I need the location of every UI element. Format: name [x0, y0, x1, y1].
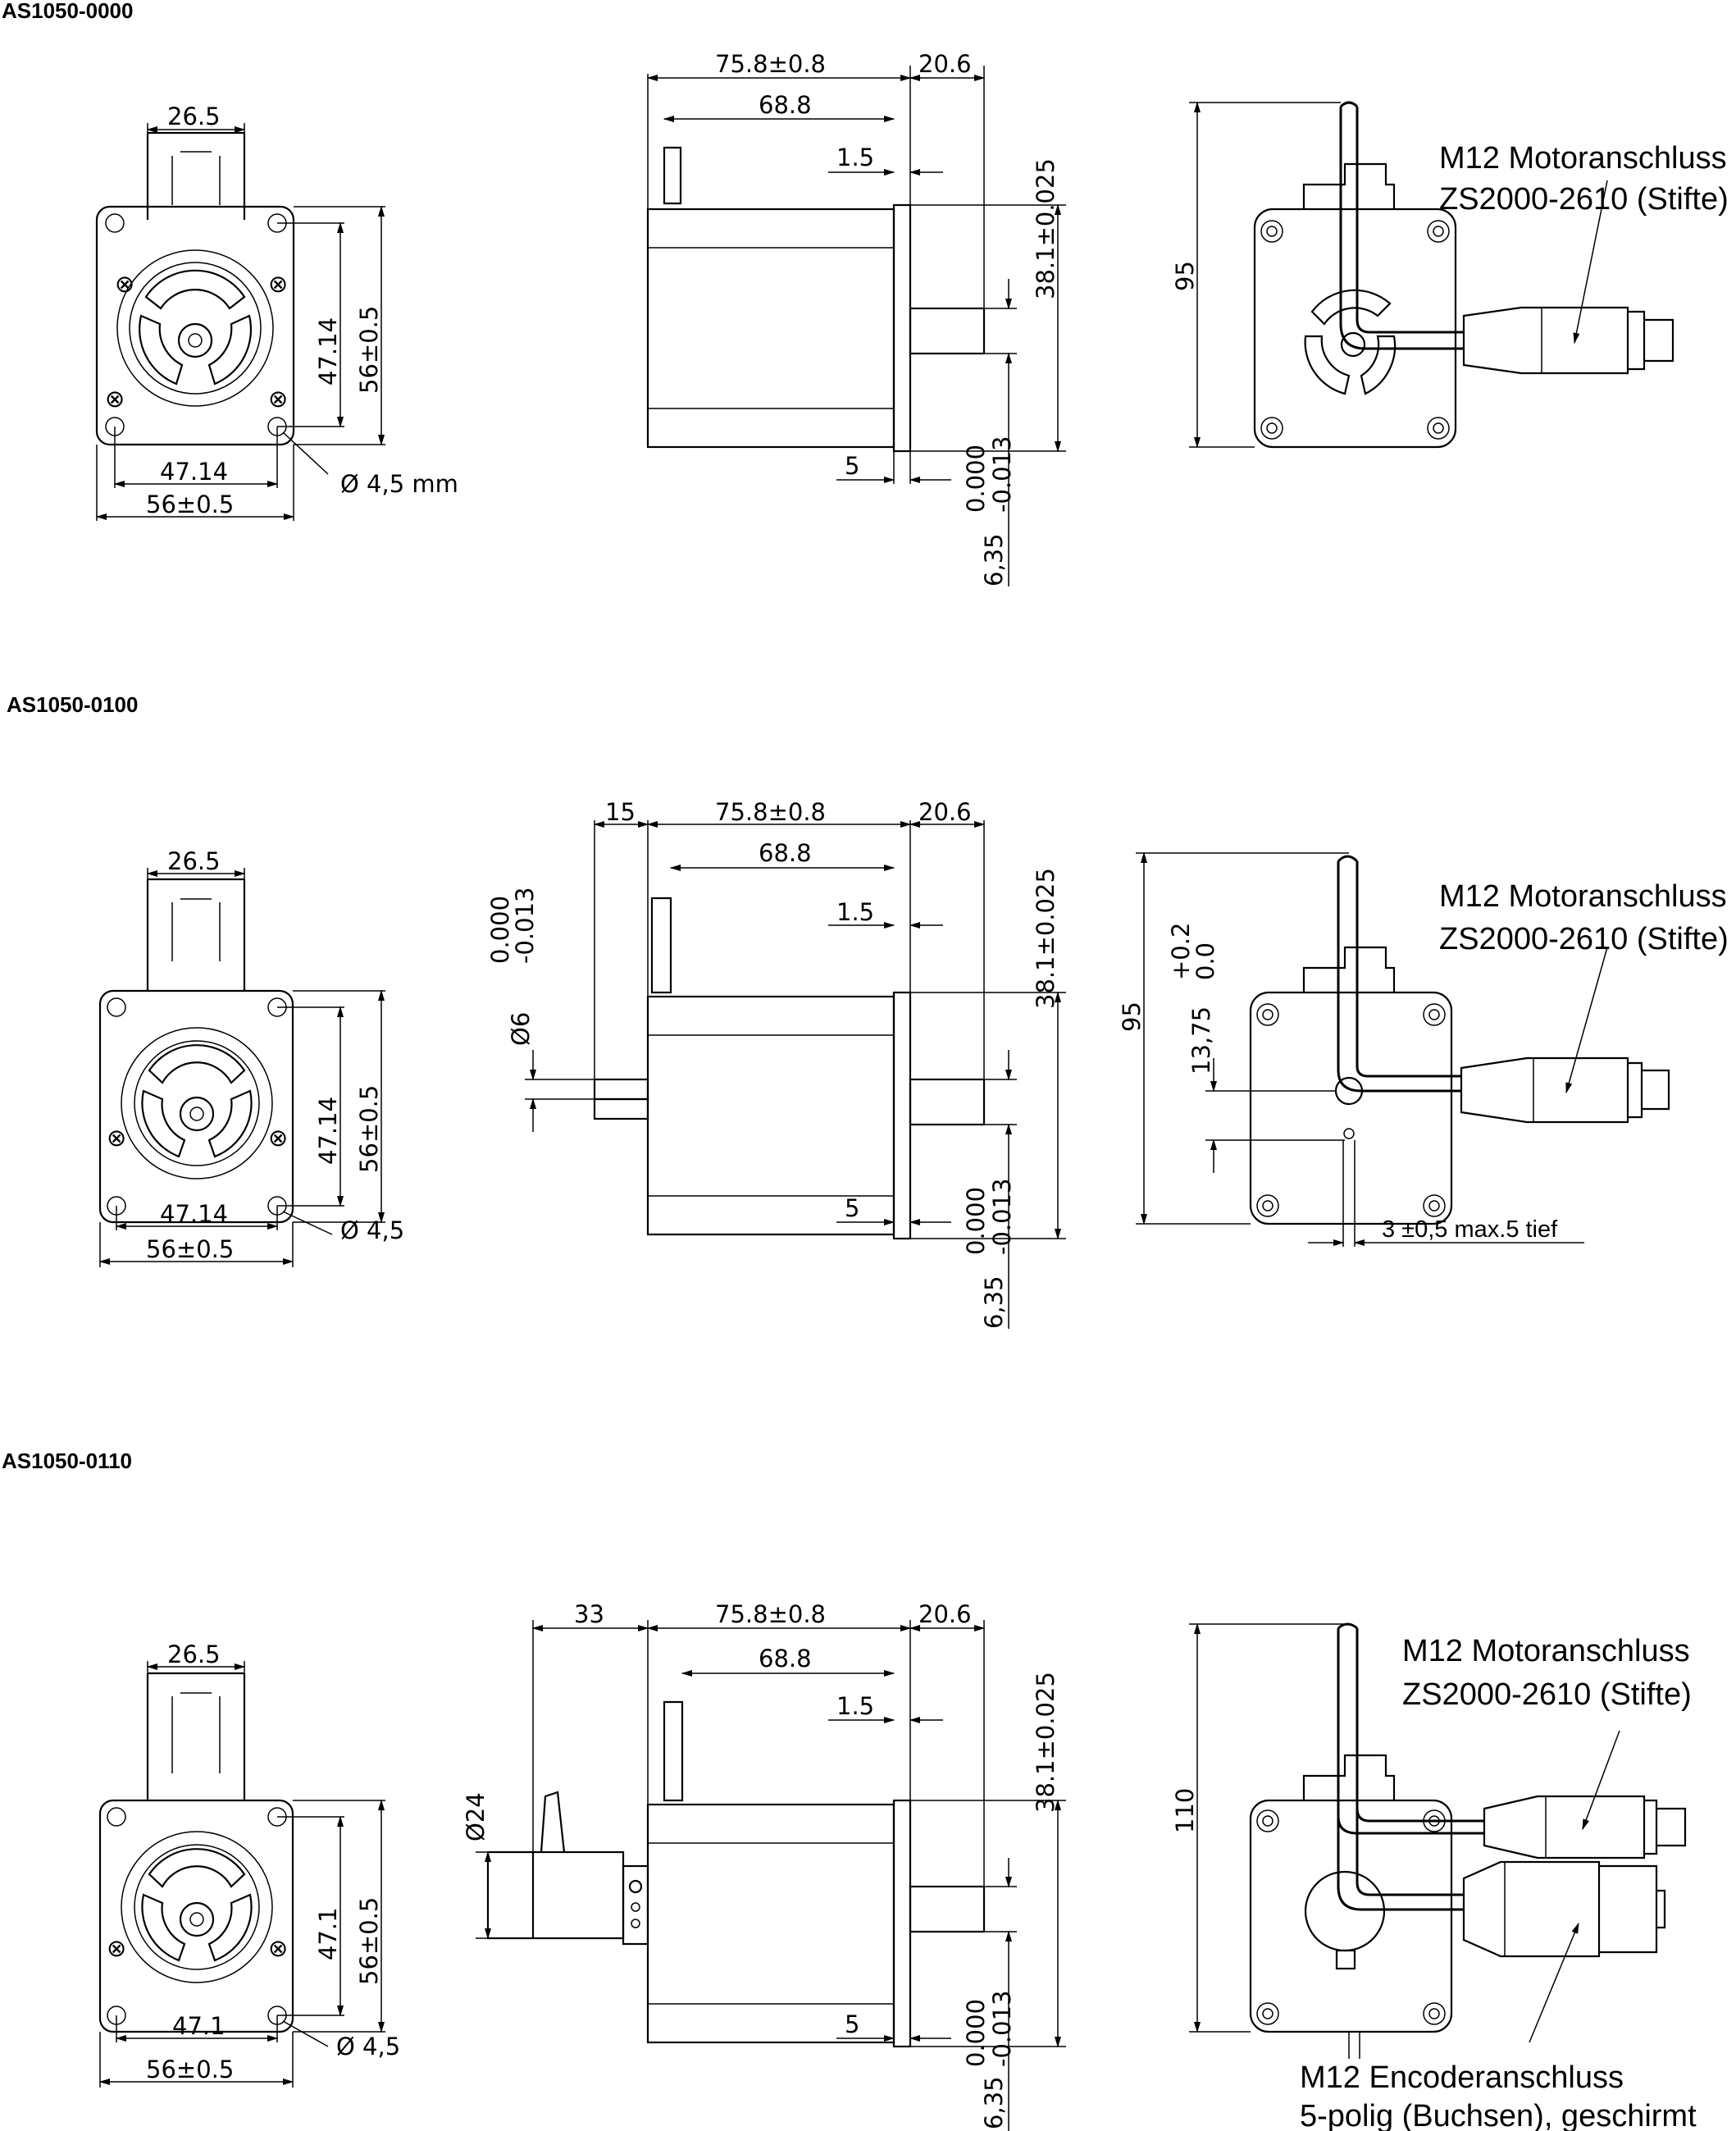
front-view: ⊗ ⊗ ⊗ ⊗ 26.5 47.14 56±0.5 47.14 56±0.5 Ø 4… — [95, 103, 458, 521]
connector-label-1: M12 Motoranschluss — [1402, 1634, 1690, 1668]
dim-height: 95 — [1171, 261, 1199, 291]
connector-label-2: ZS2000-2610 (Stifte) — [1402, 1677, 1692, 1712]
encoder-label-1: M12 Encoderanschluss — [1300, 2060, 1624, 2095]
dim-shaft-dia: 6,35 — [980, 1275, 1008, 1329]
dim-body-len: 75.8±0.8 — [715, 1600, 826, 1628]
rear-view: 95 13,75 +0.2 0.0 3 ±0,5 max.5 tief M12 … — [1118, 851, 1729, 1247]
dim-shaft-dia: 6,35 — [980, 2076, 1008, 2129]
dim-top-width: 26.5 — [167, 847, 221, 875]
svg-text:⊗: ⊗ — [105, 385, 125, 413]
side-view: 33 75.8±0.8 20.6 68.8 1.5 38.1±0.025 5 6… — [462, 1600, 1066, 2131]
dim-flange-h: 56±0.5 — [146, 491, 234, 518]
dim-height: 110 — [1171, 1788, 1199, 1833]
svg-text:⊗: ⊗ — [268, 1934, 288, 1962]
dim-hole-spacing-v: 47.14 — [314, 317, 342, 386]
dim-encoder-dia: Ø24 — [462, 1792, 490, 1841]
dim-rear-dia: Ø6 — [507, 1012, 535, 1046]
dim-hole-spacing-v: 47.1 — [314, 1907, 342, 1960]
section-title: AS1050-0000 — [2, 0, 133, 23]
dim-shaft-tol-lower: -0.013 — [988, 1991, 1016, 2068]
side-view: 75.8±0.8 20.6 68.8 1.5 38.1±0.025 5 6,35… — [646, 50, 1066, 586]
connector-label-2: ZS2000-2610 (Stifte) — [1439, 182, 1729, 217]
dim-offset-tol-upper: +0.2 — [1167, 923, 1195, 980]
dim-shaft-tol-upper: 0.000 — [962, 1999, 990, 2067]
connector-label-2: ZS2000-2610 (Stifte) — [1439, 922, 1729, 956]
dim-shaft-dia: 6,35 — [980, 533, 1008, 586]
section-as1050-0100: AS1050-0100 ⊗ ⊗ 26.5 47.14 56±0.5 — [7, 692, 1729, 1329]
dim-5: 5 — [845, 452, 859, 480]
dim-5: 5 — [845, 1194, 859, 1222]
rear-view: 110 M12 Motoranschluss ZS2000-2610 (Stif… — [1171, 1622, 1697, 2131]
dim-shaft-tol-upper: 0.000 — [962, 445, 990, 513]
section-title: AS1050-0100 — [7, 692, 138, 717]
dim-hole-dia: Ø 4,5 mm — [340, 470, 458, 498]
dim-hole-dia: Ø 4,5 — [340, 1216, 404, 1244]
dim-pilot-dia: 38.1±0.025 — [1032, 868, 1059, 1009]
dim-flange-h: 56±0.5 — [146, 1235, 234, 1263]
dim-encoder-len: 33 — [574, 1600, 604, 1628]
dim-inner-len: 68.8 — [759, 839, 812, 867]
dim-flange-v: 56±0.5 — [355, 1085, 383, 1173]
dim-inner-len: 68.8 — [759, 91, 812, 119]
connector-label-1: M12 Motoranschluss — [1439, 141, 1727, 176]
svg-text:⊗: ⊗ — [268, 1124, 288, 1152]
dim-flange-h: 56±0.5 — [146, 2056, 234, 2083]
dim-shaft-len: 20.6 — [918, 50, 972, 78]
dim-shaft-len: 20.6 — [918, 1600, 972, 1628]
section-title: AS1050-0110 — [2, 1449, 132, 1473]
dim-top-width: 26.5 — [167, 103, 221, 130]
dim-shaft-tol-lower: -0.013 — [988, 1179, 1016, 1256]
dim-pilot-dia: 38.1±0.025 — [1032, 158, 1059, 299]
svg-text:⊗: ⊗ — [107, 1124, 126, 1152]
dim-inner-len: 68.8 — [759, 1645, 812, 1672]
dim-rear-shaft: 15 — [605, 798, 636, 826]
dim-pilot: 1.5 — [836, 144, 874, 171]
dim-pilot-dia: 38.1±0.025 — [1032, 1672, 1059, 1813]
dim-rear-tol-upper: 0.000 — [486, 896, 514, 964]
dim-hole-spacing-h: 47.14 — [160, 458, 228, 486]
dim-pilot: 1.5 — [836, 898, 874, 926]
section-as1050-0000: AS1050-0000 ⊗ ⊗ ⊗ ⊗ 26.5 47.14 — [2, 0, 1729, 586]
dim-5: 5 — [845, 2010, 859, 2038]
dim-body-len: 75.8±0.8 — [715, 50, 826, 78]
dim-shaft-len: 20.6 — [918, 798, 972, 826]
svg-text:⊗: ⊗ — [107, 1934, 126, 1962]
dim-hole-spacing-h: 47.14 — [160, 1200, 228, 1228]
dim-top-width: 26.5 — [167, 1640, 221, 1668]
dim-pilot: 1.5 — [836, 1692, 874, 1720]
dim-offset: 13,75 — [1187, 1006, 1215, 1075]
dim-hole-spacing-h: 47.1 — [172, 2012, 226, 2040]
dim-flange-v: 56±0.5 — [355, 306, 383, 394]
front-view: ⊗ ⊗ 26.5 47.14 56±0.5 47.14 56±0.5 Ø 4,5 — [98, 847, 404, 1267]
svg-text:⊗: ⊗ — [268, 270, 288, 298]
dim-shaft-tol-lower: -0.013 — [988, 436, 1016, 513]
svg-text:⊗: ⊗ — [115, 270, 134, 298]
connector-label-1: M12 Motoranschluss — [1439, 879, 1727, 914]
section-as1050-0110: AS1050-0110 ⊗ ⊗ 26.5 47.1 56±0.5 — [2, 1449, 1697, 2131]
side-view: 15 75.8±0.8 20.6 68.8 1.5 38.1±0.025 5 6… — [486, 798, 1066, 1329]
rear-view: 95 M12 Motoranschluss ZS2000-2610 (Stift… — [1171, 101, 1729, 449]
dim-rear-tol-lower: -0.013 — [511, 888, 539, 965]
hole-note: 3 ±0,5 max.5 tief — [1382, 1216, 1558, 1243]
dim-hole-spacing-v: 47.14 — [314, 1097, 342, 1165]
dim-hole-dia: Ø 4,5 — [336, 2033, 400, 2060]
encoder-label-2: 5-polig (Buchsen), geschirmt — [1300, 2099, 1697, 2131]
dim-height: 95 — [1118, 1002, 1146, 1032]
svg-text:⊗: ⊗ — [268, 385, 288, 413]
dim-offset-tol-lower: 0.0 — [1192, 942, 1219, 980]
dim-body-len: 75.8±0.8 — [715, 798, 826, 826]
front-view: ⊗ ⊗ 26.5 47.1 56±0.5 47.1 56±0.5 Ø 4,5 — [98, 1640, 400, 2088]
dim-shaft-tol-upper: 0.000 — [962, 1187, 990, 1255]
dim-flange-v: 56±0.5 — [355, 1897, 383, 1985]
